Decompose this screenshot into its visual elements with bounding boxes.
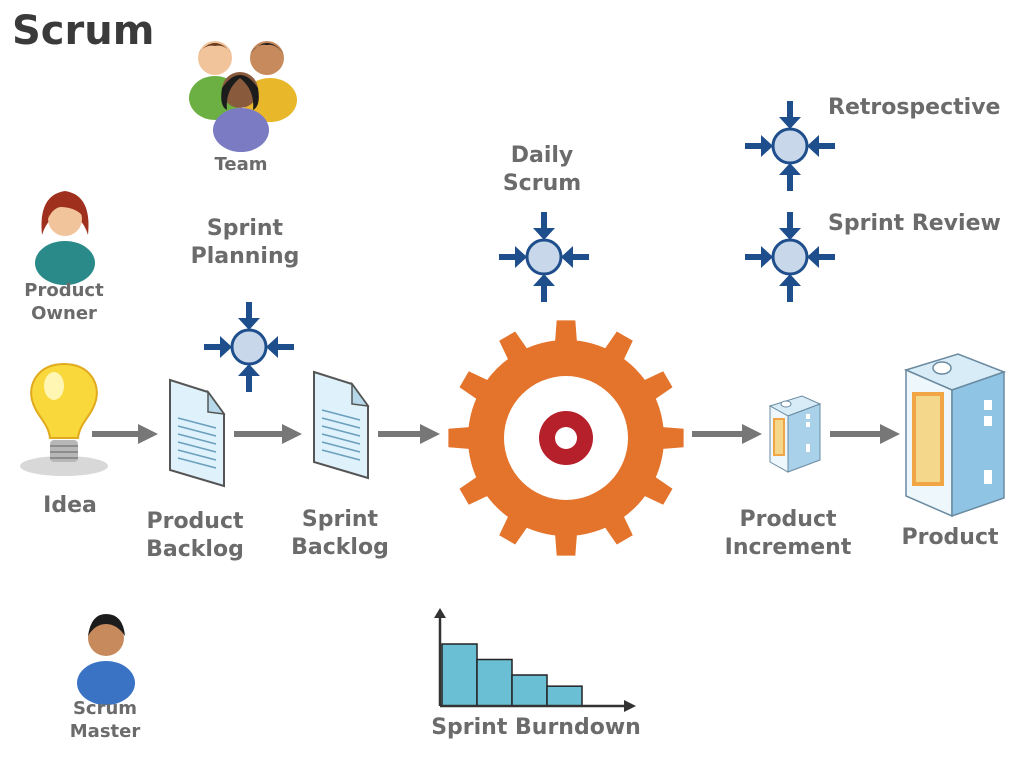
scrum-master-icon bbox=[77, 614, 135, 705]
sprint-burndown-chart bbox=[434, 608, 636, 712]
burndown-bar bbox=[476, 658, 513, 707]
retrospective-label: Retrospective bbox=[828, 95, 1001, 120]
event-converge-icon bbox=[204, 302, 294, 392]
product-owner-icon bbox=[35, 191, 95, 285]
sprint-backlog-document-icon bbox=[313, 370, 370, 480]
sprint-planning-label: Sprint Planning bbox=[190, 216, 300, 269]
product-increment-box-icon bbox=[768, 395, 822, 473]
sprint-review-label: Sprint Review bbox=[828, 211, 1001, 236]
event-converge-icon bbox=[745, 212, 835, 302]
product-box-icon bbox=[903, 353, 1007, 518]
burndown-bar bbox=[546, 685, 583, 707]
arrow-right-icon bbox=[378, 424, 440, 444]
sprint-backlog-label: Sprint Backlog bbox=[291, 507, 389, 560]
product-backlog-document-icon bbox=[169, 378, 226, 488]
event-converge-icon bbox=[499, 212, 589, 302]
idea-label: Idea bbox=[43, 493, 97, 518]
product-increment-label: Product Increment bbox=[724, 507, 852, 560]
burndown-bar bbox=[511, 674, 548, 707]
sprint-burndown-label: Sprint Burndown bbox=[431, 715, 641, 740]
sprint-gear-icon bbox=[448, 320, 684, 556]
scrum-master-label: Scrum Master bbox=[69, 698, 141, 742]
product-label: Product bbox=[901, 525, 999, 550]
daily-scrum-label: Daily Scrum bbox=[502, 143, 582, 196]
product-backlog-label: Product Backlog bbox=[146, 509, 244, 562]
team-label: Team bbox=[214, 154, 268, 175]
product-owner-label: Product Owner bbox=[24, 280, 104, 324]
lightbulb-icon bbox=[20, 362, 108, 476]
team-icon bbox=[189, 41, 297, 152]
arrow-right-icon bbox=[830, 424, 900, 444]
arrow-right-icon bbox=[92, 424, 158, 444]
event-converge-icon bbox=[745, 101, 835, 191]
page-title: Scrum bbox=[12, 8, 155, 54]
arrow-right-icon bbox=[692, 424, 762, 444]
burndown-bar bbox=[441, 643, 478, 707]
arrow-right-icon bbox=[234, 424, 302, 444]
